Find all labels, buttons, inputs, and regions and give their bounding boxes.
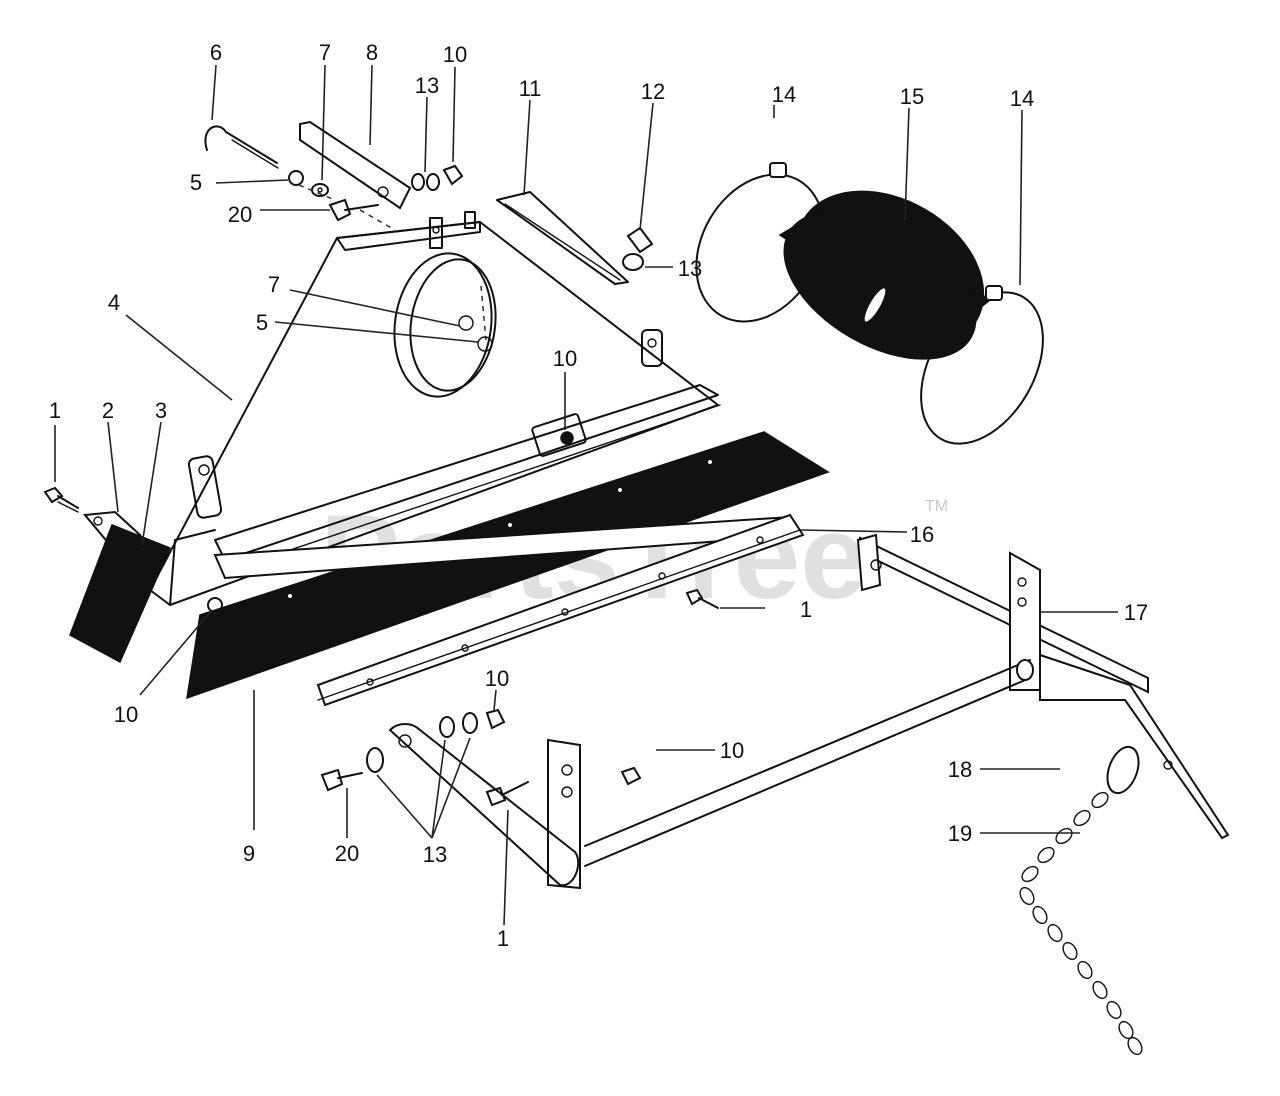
rubber-flap xyxy=(186,431,830,700)
callout-1-bottom: 1 xyxy=(497,926,509,951)
callout-labels: 1 2 3 4 5 5 6 7 7 8 10 13 11 12 13 14 15… xyxy=(49,40,1148,951)
callout-20-top: 20 xyxy=(228,202,252,227)
hose-clamps xyxy=(695,162,1044,445)
callout-12: 12 xyxy=(641,79,665,104)
retaining-strips xyxy=(213,513,805,707)
callout-1-right: 1 xyxy=(800,597,812,622)
callout-2: 2 xyxy=(102,398,114,423)
filter-sleeve xyxy=(778,190,992,360)
callout-16: 16 xyxy=(910,522,934,547)
top-hardware xyxy=(204,120,464,231)
watermark-trademark: TM xyxy=(925,498,948,515)
callout-18: 18 xyxy=(948,757,972,782)
side-bracket-and-flap xyxy=(69,510,171,664)
gasket-strip xyxy=(496,191,629,285)
callout-4: 4 xyxy=(108,290,120,315)
callout-14-left: 14 xyxy=(772,82,796,107)
callout-9: 9 xyxy=(243,841,255,866)
callout-3: 3 xyxy=(155,398,167,423)
callout-1-top: 1 xyxy=(49,398,61,423)
callout-6: 6 xyxy=(210,40,222,65)
callout-13-top: 13 xyxy=(415,73,439,98)
callout-10-mid: 10 xyxy=(553,346,577,371)
callout-13-bottom: 13 xyxy=(423,842,447,867)
chain-link xyxy=(1106,745,1140,795)
callout-10-right: 10 xyxy=(720,738,744,763)
callout-5-top: 5 xyxy=(190,170,202,195)
callout-10-bottom: 10 xyxy=(485,666,509,691)
callout-19: 19 xyxy=(948,821,972,846)
callout-10-top: 10 xyxy=(443,42,467,67)
mounting-bracket-assembly xyxy=(320,533,1230,890)
leader-lines xyxy=(54,64,1118,926)
callout-7-mid: 7 xyxy=(268,272,280,297)
callout-14-right: 14 xyxy=(1010,86,1034,111)
callout-20-bottom: 20 xyxy=(335,841,359,866)
callout-13-right: 13 xyxy=(678,256,702,281)
callout-15: 15 xyxy=(900,84,924,109)
callout-7-top: 7 xyxy=(319,40,331,65)
callout-11: 11 xyxy=(519,76,542,101)
wing-nut xyxy=(622,226,654,271)
callout-5-mid: 5 xyxy=(256,310,268,335)
callout-8: 8 xyxy=(366,40,378,65)
chain xyxy=(1019,791,1143,1056)
callout-10-left: 10 xyxy=(114,702,138,727)
callout-17: 17 xyxy=(1124,600,1148,625)
